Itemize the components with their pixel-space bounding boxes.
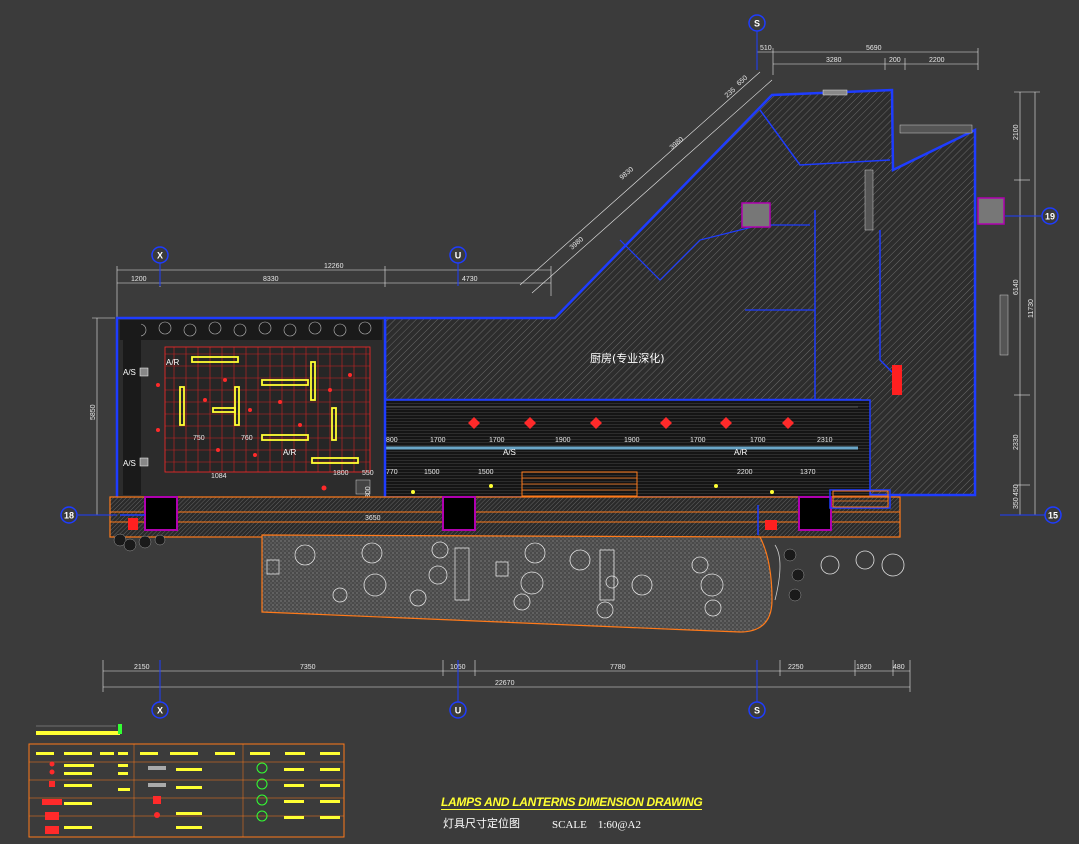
axis-bubble-s-bottom: S: [748, 701, 766, 719]
svg-text:19: 19: [1045, 212, 1055, 222]
kitchen-label: 厨房(专业深化): [590, 351, 665, 365]
top-dimensions: [116, 48, 979, 318]
dim-row2-0: 770: [386, 469, 398, 476]
dim-b-7780: 7780: [610, 664, 626, 671]
axis-bubble-18-left: 18: [60, 506, 78, 524]
dim-row1-7: 2310: [817, 437, 833, 444]
dim-510: 510: [760, 45, 772, 52]
diagonal-dimensions: [519, 71, 773, 294]
dim-row2-3: 2200: [737, 469, 753, 476]
axis-bubble-u-top: U: [449, 246, 467, 264]
axis-bubble-19-right: 19: [1041, 207, 1059, 225]
axis-bubble-x-bottom: X: [151, 701, 169, 719]
axis-bubble-u-bottom: U: [449, 701, 467, 719]
dim-550: 550: [362, 470, 374, 477]
bar-zone: A/S A/R: [379, 399, 871, 498]
dim-row1-0: 800: [386, 437, 398, 444]
label-as-dining-2: A/S: [123, 459, 136, 468]
drawing-title-chinese: 灯具尺寸定位图: [443, 817, 520, 830]
dim-1084: 1084: [211, 473, 227, 480]
dim-1800: 1800: [333, 470, 349, 477]
dim-1200: 1200: [131, 276, 147, 283]
svg-text:U: U: [455, 706, 462, 716]
svg-text:18: 18: [64, 511, 74, 521]
label-ar-dining-2: A/R: [283, 448, 297, 457]
dim-760: 760: [241, 435, 253, 442]
dim-row1-3: 1900: [555, 437, 571, 444]
dim-300: 300: [365, 486, 372, 498]
dim-r-450: 450: [1013, 484, 1020, 496]
dim-row1-5: 1700: [690, 437, 706, 444]
svg-text:15: 15: [1048, 511, 1058, 521]
label-as-bar: A/S: [503, 448, 516, 457]
svg-text:S: S: [754, 19, 760, 29]
dim-b-7350: 7350: [300, 664, 316, 671]
left-dimensions: [92, 317, 115, 515]
dim-2200: 2200: [929, 57, 945, 64]
dining-room: A/S A/S A/R A/R: [115, 316, 387, 500]
dim-diag-9830: 9830: [619, 166, 635, 182]
dim-12260: 12260: [324, 263, 344, 270]
label-ar-bar: A/R: [734, 448, 748, 457]
dim-r-2100: 2100: [1013, 124, 1020, 140]
label-as-dining: A/S: [123, 368, 136, 377]
dim-row2-2: 1500: [478, 469, 494, 476]
right-dimensions: [1014, 91, 1040, 516]
axis-bubble-15-right: 15: [1044, 506, 1062, 524]
dim-row2-1: 1500: [424, 469, 440, 476]
dim-4730: 4730: [462, 276, 478, 283]
dim-r-11730: 11730: [1028, 299, 1035, 318]
axis-lines: [78, 30, 1045, 702]
svg-text:U: U: [455, 251, 462, 261]
label-ar-dining: A/R: [166, 358, 180, 367]
svg-text:X: X: [157, 251, 163, 261]
dim-b-1820: 1820: [856, 664, 872, 671]
dim-row2-4: 1370: [800, 469, 816, 476]
terrace: [113, 533, 905, 633]
dim-5690: 5690: [866, 45, 882, 52]
dim-3650: 3650: [365, 515, 381, 522]
dim-b-480: 480: [893, 664, 905, 671]
dim-diag-3980a: 3980: [569, 236, 585, 252]
dim-diag-235: 235: [724, 86, 737, 99]
dim-l-5850: 5850: [90, 404, 97, 420]
drawing-scale: SCALE 1:60@A2: [552, 819, 641, 831]
corridor: [109, 489, 901, 538]
svg-text:X: X: [157, 706, 163, 716]
dim-200: 200: [889, 57, 901, 64]
dim-r-350: 350: [1013, 497, 1020, 509]
axis-bubble-s-top: S: [748, 14, 766, 32]
dim-r-2330: 2330: [1013, 434, 1020, 450]
axis-bubble-x-top: X: [151, 246, 169, 264]
svg-text:S: S: [754, 706, 760, 716]
dim-8330: 8330: [263, 276, 279, 283]
dim-750: 750: [193, 435, 205, 442]
dim-3280: 3280: [826, 57, 842, 64]
dim-diag-3980b: 3980: [669, 136, 685, 152]
legend-table: [28, 724, 345, 838]
dim-row1-1: 1700: [430, 437, 446, 444]
dim-row1-4: 1900: [624, 437, 640, 444]
bottom-dimensions: [102, 660, 911, 692]
drawing-title-english: LAMPS AND LANTERNS DIMENSION DRAWING: [441, 795, 703, 810]
dim-b-22670: 22670: [495, 680, 515, 687]
dim-row1-6: 1700: [750, 437, 766, 444]
dim-diag-650: 650: [736, 74, 749, 87]
dim-r-6140: 6140: [1013, 279, 1020, 295]
dim-row1-2: 1700: [489, 437, 505, 444]
dim-b-2150: 2150: [134, 664, 150, 671]
dim-b-2250: 2250: [788, 664, 804, 671]
